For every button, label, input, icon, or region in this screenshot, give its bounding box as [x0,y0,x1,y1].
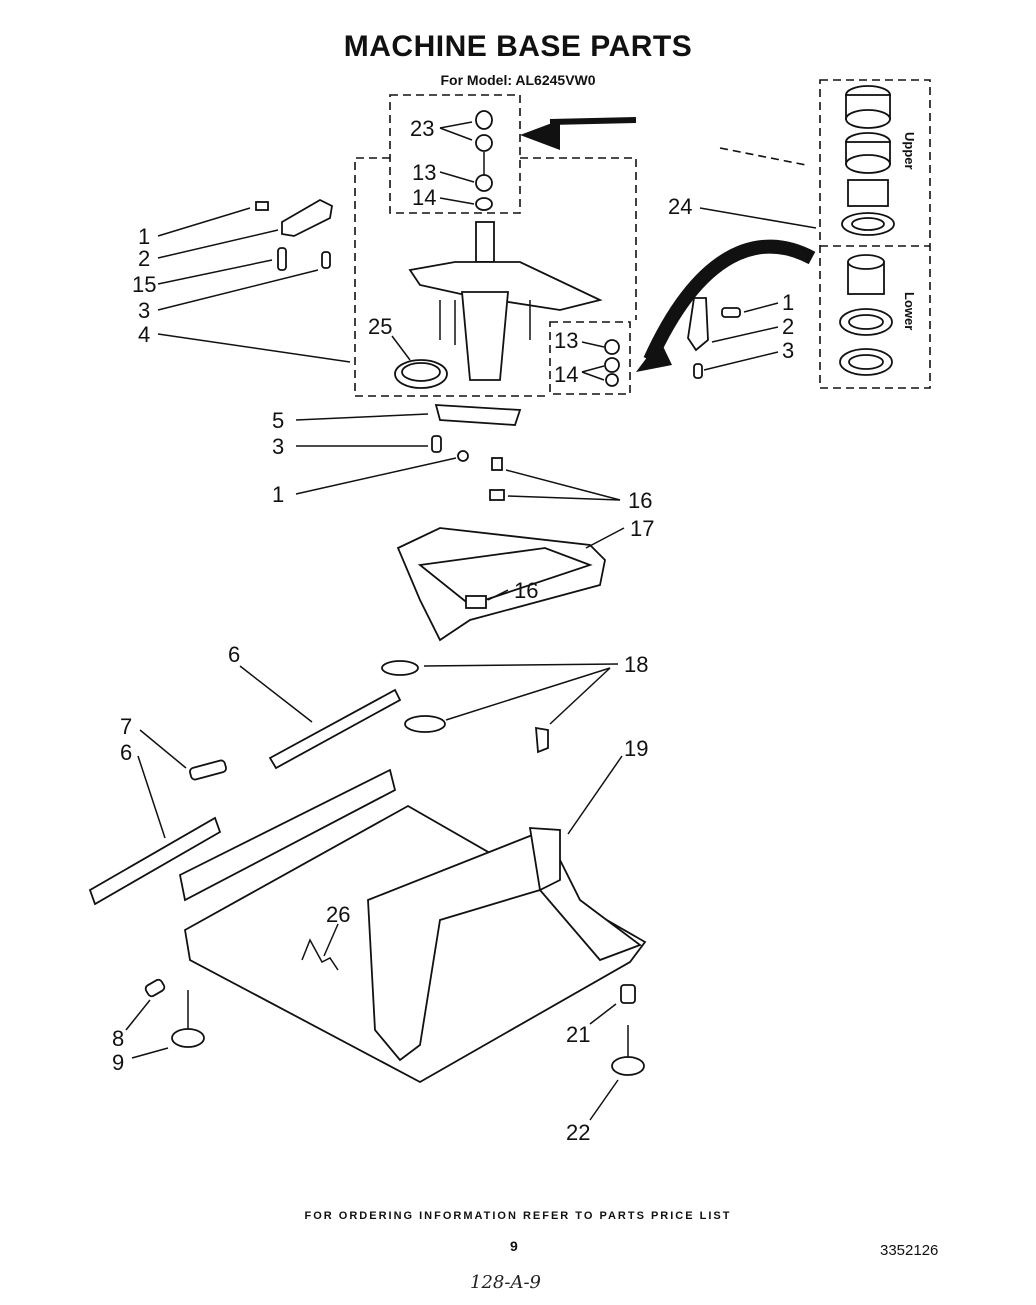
callout-17: 17 [630,516,654,541]
callout-5: 5 [272,408,284,433]
ordering-note: FOR ORDERING INFORMATION REFER TO PARTS … [304,1210,732,1222]
drive-assembly-box [354,157,550,397]
callout-8: 8 [112,1026,124,1051]
callout-25: 25 [368,314,392,339]
callout-3-right: 3 [782,338,794,363]
inset-top-parts [475,110,493,211]
seal-part [394,359,448,389]
callout-26: 26 [326,902,350,927]
callout-2-right: 2 [782,314,794,339]
callout-16-lower: 16 [514,578,538,603]
left-bracket-parts [255,198,333,271]
callout-leaders [125,121,817,1121]
callout-7: 7 [120,714,132,739]
side-rails [88,688,402,906]
leader-dotted [719,147,807,166]
callout-13: 13 [412,160,436,185]
callout-2: 2 [138,246,150,271]
callout-3-lower: 3 [272,434,284,459]
page-number: 9 [510,1238,518,1254]
callout-16: 16 [628,488,652,513]
machine-base-19 [178,768,647,1084]
leveling-feet [144,978,645,1076]
clip-part-26 [301,938,339,971]
callout-4: 4 [138,322,150,347]
upper-bearing-parts [841,85,895,236]
lower-drive-bracket [431,404,522,462]
callout-23: 23 [410,116,434,141]
callout-22: 22 [566,1120,590,1145]
right-bracket-parts [687,297,741,379]
inset-right-parts [604,339,620,387]
base-frame-17 [396,457,606,642]
callout-6: 6 [228,642,240,667]
callout-1-right: 1 [782,290,794,315]
lower-label: Lower [902,292,917,330]
callout-3: 3 [138,298,150,323]
drive-assembly-box-right [520,157,637,320]
callout-24: 24 [668,194,692,219]
bearing-location-arrow [643,239,816,363]
callout-21: 21 [566,1022,590,1047]
model-subtitle: For Model: AL6245VW0 [440,72,596,88]
callout-14: 14 [412,185,436,210]
callout-18: 18 [624,652,648,677]
bearing-kit-box [819,79,931,389]
callout-1: 1 [138,224,150,249]
drive-hub-assembly [408,221,603,381]
inset-box-right [549,321,631,395]
callout-6-lower: 6 [120,740,132,765]
upper-label: Upper [902,132,917,170]
suspension-pads-18 [381,660,549,754]
lower-bearing-parts [839,254,893,376]
inset-box-top [389,94,521,214]
handwritten-note: 128-A-9 [470,1272,541,1293]
callout-15: 15 [132,272,156,297]
callout-13-right: 13 [554,328,578,353]
callout-19: 19 [624,736,648,761]
callout-1-lower: 1 [272,482,284,507]
callout-14-right: 14 [554,362,578,387]
callout-9: 9 [112,1050,124,1075]
document-number: 3352126 [880,1242,939,1259]
page-title: MACHINE BASE PARTS [343,30,693,63]
